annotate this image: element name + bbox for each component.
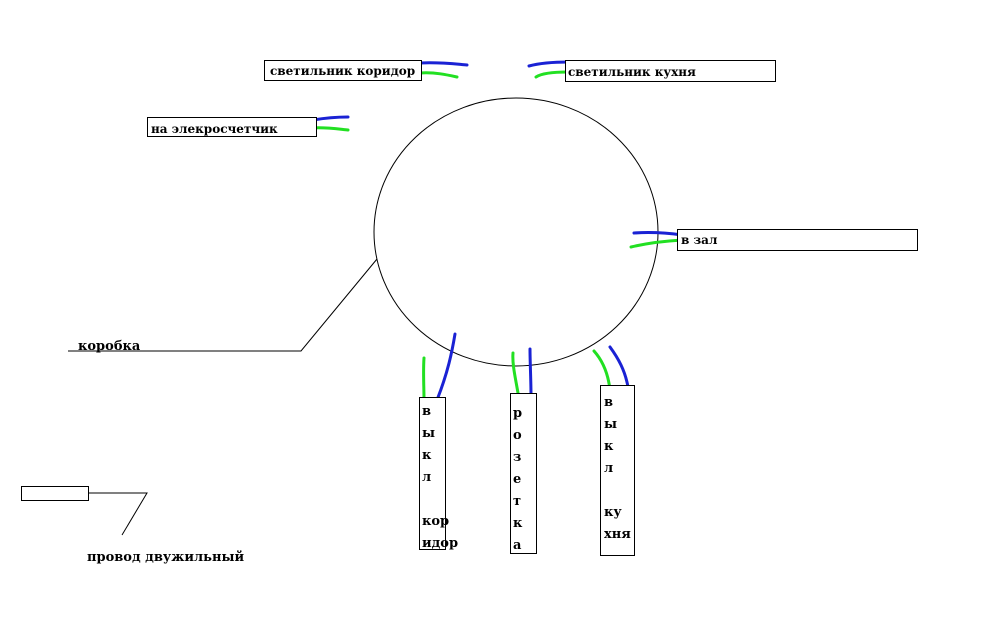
corridor-light-box <box>264 60 422 81</box>
kitchen-switch-box <box>600 385 635 556</box>
corridor-light-label: светильник коридор <box>270 64 416 78</box>
kitchen-light-box <box>565 60 776 82</box>
socket-box <box>510 393 537 554</box>
meter-box <box>147 117 317 137</box>
corridor-switch-box <box>419 397 446 550</box>
corridor-switch-label: в ы к л кор идор <box>422 404 459 551</box>
kitchen-light-label: светильник кухня <box>568 65 696 79</box>
socket-phase-wire <box>528 347 533 398</box>
box-label: коробка <box>78 339 141 354</box>
corridor-light-phase-wire <box>418 61 469 67</box>
junction-box-circle <box>373 97 659 367</box>
hall-label: в зал <box>681 233 718 247</box>
meter-phase-wire <box>311 115 350 122</box>
box-leader-line <box>68 258 378 352</box>
meter-label: на элекросчетчик <box>151 122 278 136</box>
hall-neutral-wire <box>629 238 684 249</box>
kitchen-light-neutral-wire <box>534 70 570 79</box>
socket-label: р о з е т к а <box>513 406 523 553</box>
wire-legend-symbol <box>21 486 89 501</box>
kitchen-switch-phase-wire <box>608 345 630 389</box>
wire-legend-leader <box>88 492 148 536</box>
hall-box <box>677 229 918 251</box>
kitchen-switch-label: в ы к л ку хня <box>604 395 631 542</box>
kitchen-light-phase-wire <box>527 60 571 68</box>
corridor-switch-phase-wire <box>435 332 457 402</box>
meter-neutral-wire <box>310 126 350 132</box>
wire-legend-label: провод двужильный <box>87 550 245 565</box>
corridor-light-neutral-wire <box>418 71 459 79</box>
